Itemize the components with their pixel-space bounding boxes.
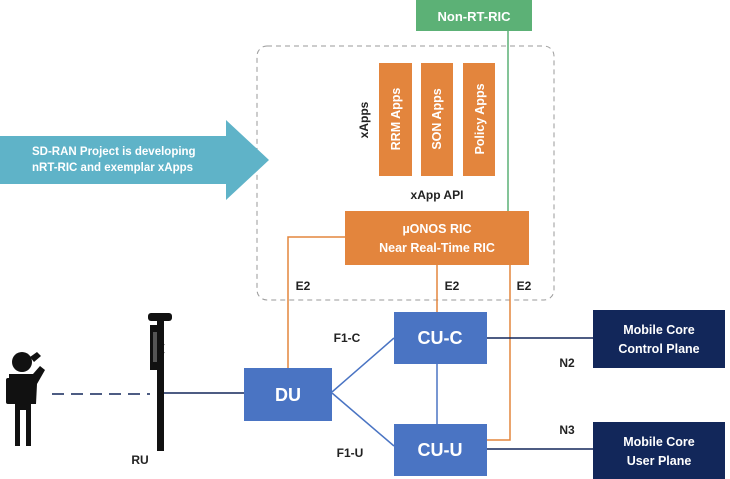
- e2-du-label: E2: [296, 279, 311, 293]
- policy-apps-box: [463, 63, 495, 176]
- mobile-core-cp-line-1: Mobile Core: [623, 323, 695, 337]
- mobile-core-cp-box: [593, 310, 725, 368]
- cu-c-box: [394, 312, 487, 364]
- f1c-line: [331, 337, 395, 393]
- ric-enclosure: [256, 45, 555, 301]
- mobile-core-up-box: [593, 422, 725, 479]
- e2-cuu-label: E2: [517, 279, 532, 293]
- near-rt-ric-box: [345, 211, 529, 265]
- xapp-api-label: xApp API: [411, 188, 464, 202]
- user-person-icon: [6, 352, 45, 446]
- n2-label: N2: [559, 356, 575, 370]
- near-rt-ric-title: µONOS RIC: [402, 222, 471, 236]
- rrm-apps-box: [379, 63, 412, 176]
- son-apps-box: [421, 63, 453, 176]
- e2-cuc-label: E2: [445, 279, 460, 293]
- mobile-core-up-line-2: User Plane: [627, 454, 692, 468]
- n3-label: N3: [559, 423, 575, 437]
- e2-du-line: [287, 236, 345, 368]
- cu-u-label: CU-U: [418, 440, 463, 460]
- non-rt-ric-box: [416, 0, 532, 31]
- policy-apps-label: Policy Apps: [473, 83, 487, 154]
- son-apps-label: SON Apps: [430, 88, 444, 149]
- f1u-label: F1-U: [337, 446, 364, 460]
- f1u-line: [331, 392, 395, 447]
- callout-line-2: nRT-RIC and exemplar xApps: [32, 162, 193, 174]
- callout-line-1: SD-RAN Project is developing: [32, 146, 196, 158]
- ru-label: RU: [131, 453, 148, 467]
- xapps-group-label: xApps: [357, 101, 371, 138]
- ru-tower-icon: [148, 313, 172, 451]
- mobile-core-cp-line-2: Control Plane: [618, 342, 699, 356]
- rrm-apps-label: RRM Apps: [389, 88, 403, 151]
- cu-c-label: CU-C: [418, 328, 463, 348]
- du-label: DU: [275, 385, 301, 405]
- e2-cuu-line: [487, 265, 511, 441]
- f1c-label: F1-C: [334, 331, 361, 345]
- cu-u-box: [394, 424, 487, 476]
- du-box: [244, 368, 332, 421]
- mobile-core-up-line-1: Mobile Core: [623, 435, 695, 449]
- callout-arrow: [0, 120, 269, 200]
- non-rt-ric-label: Non-RT-RIC: [438, 9, 512, 24]
- near-rt-ric-subtitle: Near Real-Time RIC: [379, 241, 495, 255]
